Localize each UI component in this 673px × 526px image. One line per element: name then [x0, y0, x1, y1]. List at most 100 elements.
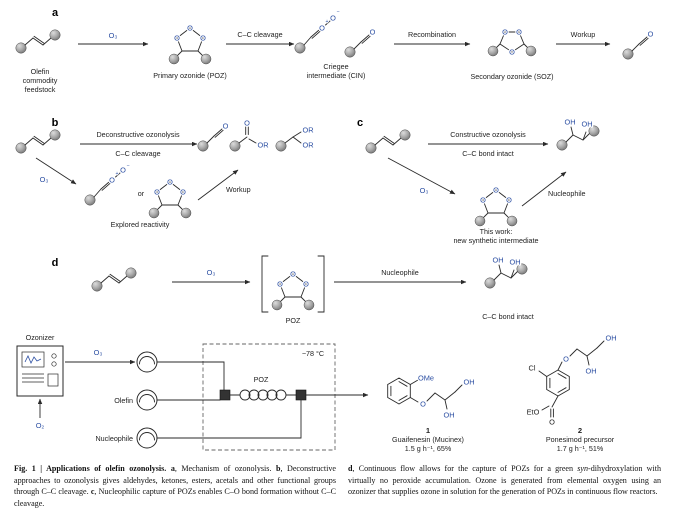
caption-panel-d: d [348, 464, 353, 473]
oxygen-atom: O [200, 34, 206, 43]
oxygen-atom: O [167, 178, 173, 187]
ozone-label: O₃ [207, 268, 216, 277]
oxygen-atom: O [109, 176, 115, 185]
olefin-structure [91, 267, 137, 292]
caption-b-text: , Deconstructive approaches to ozonolysi… [14, 464, 336, 497]
panel-b: b Deconstructive ozonolysis C–C cleavage… [15, 117, 315, 229]
figure-caption-left: Fig. 1 | Applications of olefin ozonolys… [14, 463, 336, 510]
oxygen-atom: O [370, 28, 376, 37]
oxygen-atom: O [187, 24, 193, 33]
poz-flow-label: POZ [254, 375, 269, 384]
ozonizer-device-icon [16, 345, 64, 397]
deconstructive-label: Deconstructive ozonolysis [96, 130, 179, 139]
nucleophile-label: Nucleophile [381, 268, 419, 277]
product-1-number: 1 [426, 426, 431, 435]
olefin-structure [15, 29, 61, 54]
nucleophile-tube [156, 399, 302, 439]
product-2-name: Ponesimod precursor [546, 435, 615, 444]
workup-label: Workup [571, 30, 596, 39]
pump-icon [136, 389, 158, 411]
oxygen-atom: O [154, 188, 160, 197]
feedstock-label-1: Olefin [31, 67, 50, 76]
ozone-arrow [35, 157, 77, 185]
minus-charge: − [126, 163, 129, 169]
recombination-label: Recombination [408, 30, 456, 39]
oxygen-atom: O [480, 196, 486, 205]
chlorine-atom: Cl [529, 364, 536, 373]
oxygen-atom: O [244, 119, 250, 128]
oxygen-atom: O [420, 400, 426, 409]
guaifenesin-structure: OMe O OH OH [387, 372, 476, 421]
figure-caption-right: d, Continuous flow allows for the captur… [348, 463, 661, 498]
caption-d-text-2: -dihydroxylation with virtually no perox… [348, 464, 661, 497]
this-work-label-1: This work: [480, 227, 513, 236]
workup-label: Workup [226, 185, 251, 194]
coil-reactor-icon [239, 389, 287, 401]
hydroxyl-group: OH [492, 256, 503, 265]
right-bracket [317, 255, 325, 313]
ozone-label: O₃ [420, 186, 429, 195]
acetal-structure: OR OR [275, 124, 315, 152]
pump-icon [136, 427, 158, 449]
hydroxyl-group: OH [564, 118, 575, 127]
reactor-dashed-box [202, 343, 336, 451]
hydroxyl-group: OH [463, 378, 474, 387]
olefin-feed-label: Olefin [114, 396, 133, 405]
aldehyde-structure [344, 34, 371, 58]
nucleophile-feed-label: Nucleophile [95, 434, 133, 443]
oxygen-atom: O [516, 28, 522, 37]
cin-caption-2: intermediate (CIN) [307, 71, 366, 80]
caption-d-text-1: , Continuous flow allows for the capture… [352, 464, 578, 473]
diol-structure [556, 125, 600, 151]
feedstock-label-3: feedstock [25, 85, 56, 94]
plus-charge: + [115, 171, 118, 177]
mixer-icon [219, 389, 231, 401]
hydroxyl-group: OH [443, 411, 454, 420]
ester-structure: O OR [229, 117, 270, 152]
poz-caption: Primary ozonide (POZ) [153, 71, 227, 80]
figure-canvas: a Olefin commodity feedstock O₃ O O O Pr… [15, 7, 655, 453]
oxygen-atom: O [493, 186, 499, 195]
ponesimod-precursor-structure: Cl O OH OH O EtO [525, 332, 617, 427]
panel-a: a Olefin commodity feedstock O₃ O O O Pr… [15, 7, 655, 94]
product-1-yield: 1.5 g h⁻¹, 65% [405, 444, 452, 453]
ethoxy-group: EtO [527, 408, 540, 417]
caption-syn-italic: syn [577, 464, 589, 473]
caption-a-text: , Mechanism of ozonolysis. [174, 464, 276, 473]
feedstock-label-2: commodity [23, 76, 58, 85]
cc-cleavage-label: C–C cleavage [115, 149, 160, 158]
nucleophile-label: Nucleophile [548, 189, 586, 198]
olefin-structure [365, 129, 411, 154]
cin-caption-1: Criegee [323, 62, 348, 71]
oxygen-atom: O [330, 14, 336, 23]
pump-icon [136, 351, 158, 373]
cc-intact-label: C–C bond intact [462, 149, 514, 158]
caption-fig-title: Fig. 1 | Applications of olefin ozonolys… [14, 464, 171, 473]
diol-structure [484, 263, 528, 289]
aldehyde-structure [197, 128, 224, 152]
panel-d: d O₃ O O O POZ Nucleophile OH OH C–C bon… [16, 254, 618, 453]
ozone-tube [156, 361, 225, 391]
oxygen-label: O₂ [36, 421, 45, 430]
oxygen-atom: O [223, 122, 229, 131]
oxygen-atom: O [174, 34, 180, 43]
hydroxyl-group: OH [585, 367, 596, 376]
cc-intact-caption: C–C bond intact [482, 312, 534, 321]
ozone-label: O₃ [109, 31, 118, 40]
soz-caption: Secondary ozonide (SOZ) [470, 72, 553, 81]
or-group: OR [257, 141, 268, 150]
oxygen-atom: O [277, 280, 283, 289]
cleavage-label: C–C cleavage [237, 30, 282, 39]
this-work-label-2: new synthetic intermediate [453, 236, 538, 245]
nucleophile-arrow [521, 171, 567, 207]
product-1-name: Guaifenesin (Mucinex) [392, 435, 464, 444]
aldehyde-product-structure [622, 36, 649, 60]
panel-c-label: c [357, 117, 363, 129]
oxygen-atom: O [509, 48, 515, 57]
constructive-label: Constructive ozonolysis [450, 130, 526, 139]
oxygen-atom: O [290, 270, 296, 279]
temperature-label: −78 °C [302, 349, 324, 358]
hydroxyl-group: OH [581, 120, 592, 129]
product-2-yield: 1.7 g h⁻¹, 51% [557, 444, 604, 453]
